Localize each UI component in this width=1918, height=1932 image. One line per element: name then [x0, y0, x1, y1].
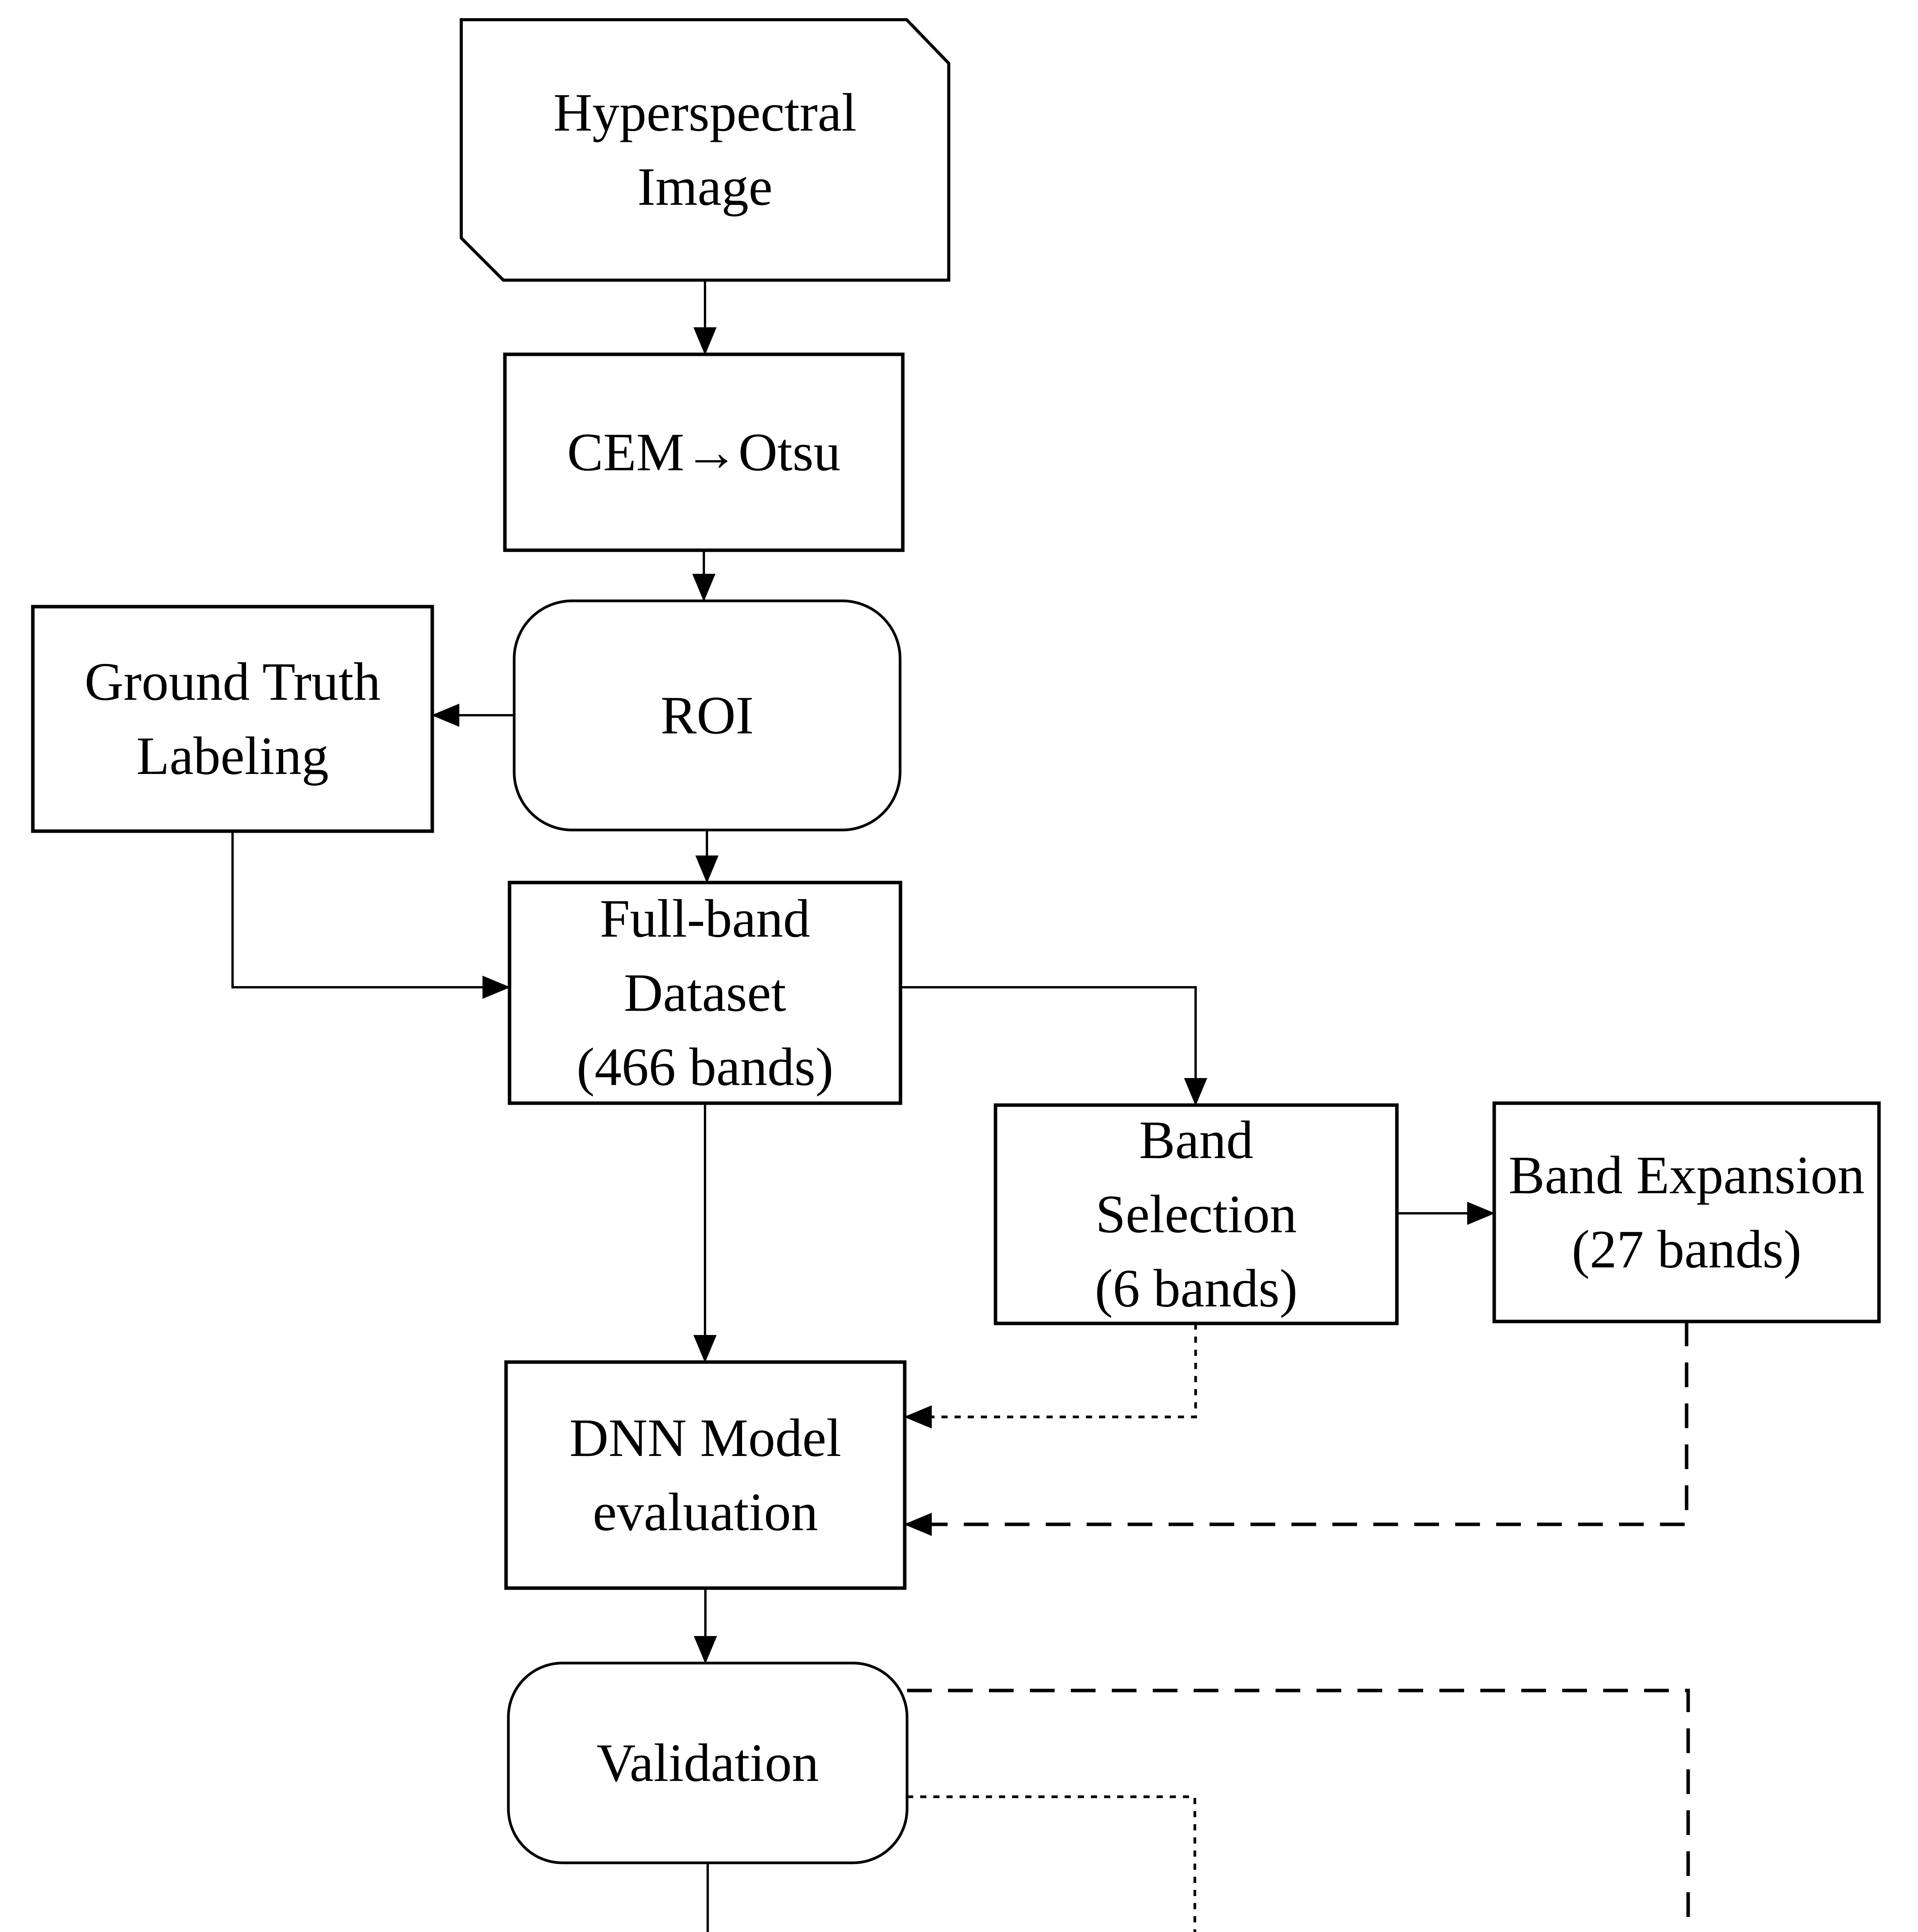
edge-full-band-dataset-to-band-selection-arrow [900, 986, 1207, 1106]
edge-ground-truth-to-full-band-dataset-arrow [231, 831, 510, 999]
node-cem-otsu-shape [503, 352, 905, 552]
edge-band-selection-to-dnn-evaluation-dotted-arrow [904, 1323, 1197, 1429]
node-dnn-model-evaluation-shape [504, 1360, 907, 1590]
edge-validation-to-band-selection-dnn-dotted-arrow [907, 1795, 1196, 1932]
edge-validation-to-band-expansion-dnn-dashed-arrow [907, 1689, 1690, 1932]
edge-band-expansion-to-dnn-evaluation-dashed-arrow [904, 1321, 1689, 1536]
node-band-selection-shape [994, 1103, 1399, 1325]
node-roi-shape [513, 599, 902, 832]
node-band-expansion-shape [1492, 1101, 1881, 1323]
node-validation-shape [507, 1662, 909, 1864]
node-hyperspectral-image-shape [460, 18, 950, 282]
node-full-band-dataset-shape [508, 881, 902, 1105]
node-ground-truth-labeling-shape [31, 605, 434, 833]
